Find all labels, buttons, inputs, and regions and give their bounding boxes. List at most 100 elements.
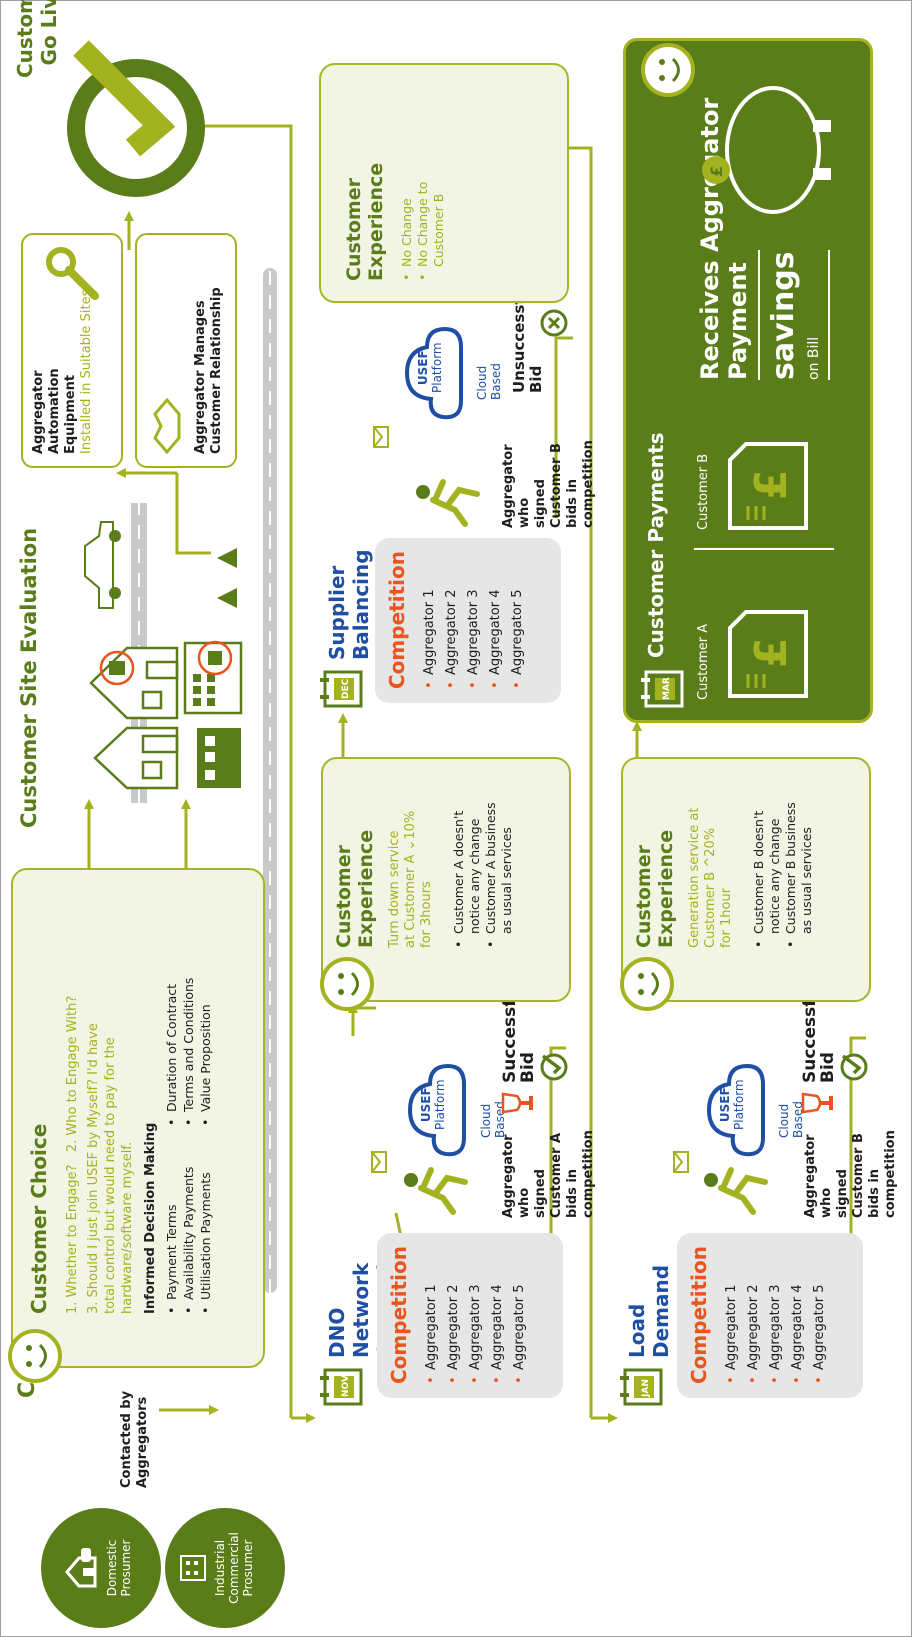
runner-icon [404, 1167, 468, 1215]
automation-line-1: Aggregator [31, 370, 46, 454]
dno-signed-text: Aggregator who signed Customer A bids in… [501, 1130, 597, 1218]
aggregator-item: Aggregator 4 [787, 1285, 809, 1384]
customer-payments-panel: MAR Customer Payments Customer A Custome… [623, 38, 873, 723]
service-line: for 3hours [419, 881, 434, 948]
savings-rule-bottom [828, 250, 830, 380]
go-live-line-2: Go Live [37, 0, 61, 66]
dno-experience-service: Turn down service at Customer A ⌄10% for… [387, 811, 435, 948]
service-line: Customer B ^20% [703, 827, 718, 948]
signed-line: bids in competition [565, 1130, 596, 1218]
choice-q2: 2. Who to Engage With? [65, 995, 80, 1153]
on-bill-text: on Bill [806, 336, 822, 380]
load-experience-service: Generation service at Customer B ^20% fo… [687, 808, 735, 948]
aggregator-item: Aggregator 1 [419, 590, 441, 689]
customer-choice-title: Customer Choice [27, 1123, 51, 1314]
cross-circle-icon [540, 309, 568, 337]
site-evaluation-title: Customer Site Evaluation [17, 527, 41, 828]
go-live-check-icon [67, 40, 205, 197]
informed-list-1: Payment Terms Availability Payments Util… [163, 1167, 214, 1314]
bill-b-icon: £ [728, 442, 808, 530]
dno-competition-title: Competition [387, 1246, 411, 1384]
svg-text:£: £ [707, 166, 726, 177]
supplier-experience-title: Customer Experience [343, 163, 387, 281]
exp-title-line: Customer [333, 845, 355, 948]
dno-experience-title: Customer Experience [333, 830, 377, 948]
svg-text:£: £ [746, 469, 797, 500]
load-competition-list: Aggregator 1 Aggregator 2 Aggregator 3 A… [721, 1285, 831, 1384]
dno-usef-label: USEF Platform [419, 1079, 447, 1130]
supplier-competition-list: Aggregator 1 Aggregator 2 Aggregator 3 A… [419, 590, 529, 689]
calendar-icon [620, 1368, 663, 1406]
wrench-icon [46, 247, 99, 300]
cloud-icon [404, 326, 463, 420]
relationship-line-1: Aggregator Manages [193, 300, 208, 454]
load-competition-box: Competition Aggregator 1 Aggregator 2 Ag… [677, 1233, 863, 1398]
aggregator-item: Aggregator 2 [443, 1285, 465, 1384]
trophy-icon [501, 1092, 533, 1114]
aggregator-item: Aggregator 2 [743, 1285, 765, 1384]
load-month: JAN [641, 1379, 651, 1397]
contacted-by-aggregators: Contacted by Aggregators [119, 1391, 151, 1488]
industrial-label-3: Prosumer [241, 1539, 255, 1597]
choice-q3-line-2: total control but would need to pay for … [103, 1037, 118, 1314]
calendar-icon [641, 670, 684, 708]
supplier-competition-box: Competition Aggregator 1 Aggregator 2 Ag… [375, 538, 561, 703]
office-building-icon [180, 1555, 206, 1581]
go-live-line-1: Customer [13, 0, 37, 78]
signed-line: signed Customer A [533, 1132, 564, 1218]
supplier-usef-label: USEF Platform [416, 342, 444, 393]
load-competition-title: Competition [687, 1246, 711, 1384]
domestic-label-1: Domestic [105, 1539, 119, 1597]
exp-title-line: Customer [343, 178, 365, 281]
load-experience-title: Customer Experience [633, 830, 677, 948]
usef-line: USEF [718, 1087, 732, 1123]
supplier-experience-box: Customer Experience No Change No Change … [319, 63, 569, 303]
choice-q1: 1. Whether to Engage? [65, 1164, 80, 1314]
go-live-title: Customer Go Live [13, 0, 61, 78]
payments-divider [694, 548, 834, 550]
calendar-icon [320, 670, 363, 708]
supplier-month: DEC [341, 678, 351, 699]
supplier-cloud-based: Cloud Based [475, 363, 503, 400]
domestic-label-2: Prosumer [119, 1539, 133, 1597]
dno-month: NOV [341, 1375, 351, 1397]
aggregator-item: Aggregator 3 [463, 590, 485, 689]
exp-title-line: Experience [655, 829, 677, 948]
informed-item: Availability Payments [180, 1167, 197, 1314]
domestic-prosumer-badge: Domestic Prosumer [41, 1508, 161, 1628]
choice-questions-1-2: 1. Whether to Engage? 2. Who to Engage W… [65, 996, 80, 1314]
supplier-competition-title: Competition [385, 551, 409, 689]
piggy-bank-icon: £ [702, 86, 831, 214]
load-signed-text: Aggregator who signed Customer B bids in… [803, 1130, 899, 1218]
aggregator-item: Aggregator 3 [765, 1285, 787, 1384]
aggregator-item: Aggregator 2 [441, 590, 463, 689]
smiley-icon [320, 957, 374, 1011]
usef-line: Platform [430, 342, 444, 393]
cloud-icon [706, 1063, 765, 1157]
choice-question-3: 3. Should I just join USEF by Myself? I'… [85, 1023, 136, 1314]
informed-item: Utilisation Payments [197, 1167, 214, 1314]
check-circle-icon [540, 1053, 568, 1081]
dno-competition-box: Competition Aggregator 1 Aggregator 2 Ag… [377, 1233, 563, 1398]
informed-decision-title: Informed Decision Making [143, 1122, 158, 1314]
aggregator-item: Aggregator 5 [509, 1285, 531, 1384]
informed-list-2: Duration of Contract Terms and Condition… [163, 978, 214, 1126]
exp-title-line: Experience [365, 162, 387, 281]
contacted-line-1: Contacted by [119, 1390, 134, 1488]
automation-line-4: Installed in Suitable Sites [79, 289, 94, 454]
aggregator-item: Aggregator 3 [465, 1285, 487, 1384]
service-line: Generation service at [687, 807, 702, 948]
informed-item: Duration of Contract [163, 978, 180, 1126]
usef-line: USEF [419, 1087, 433, 1123]
signed-line: bids in competition [867, 1130, 898, 1218]
payments-month: MAR [662, 677, 672, 700]
service-line: at Customer A ⌄10% [403, 810, 418, 948]
aggregator-item: Aggregator 5 [507, 590, 529, 689]
aggregator-item: Aggregator 1 [721, 1285, 743, 1384]
